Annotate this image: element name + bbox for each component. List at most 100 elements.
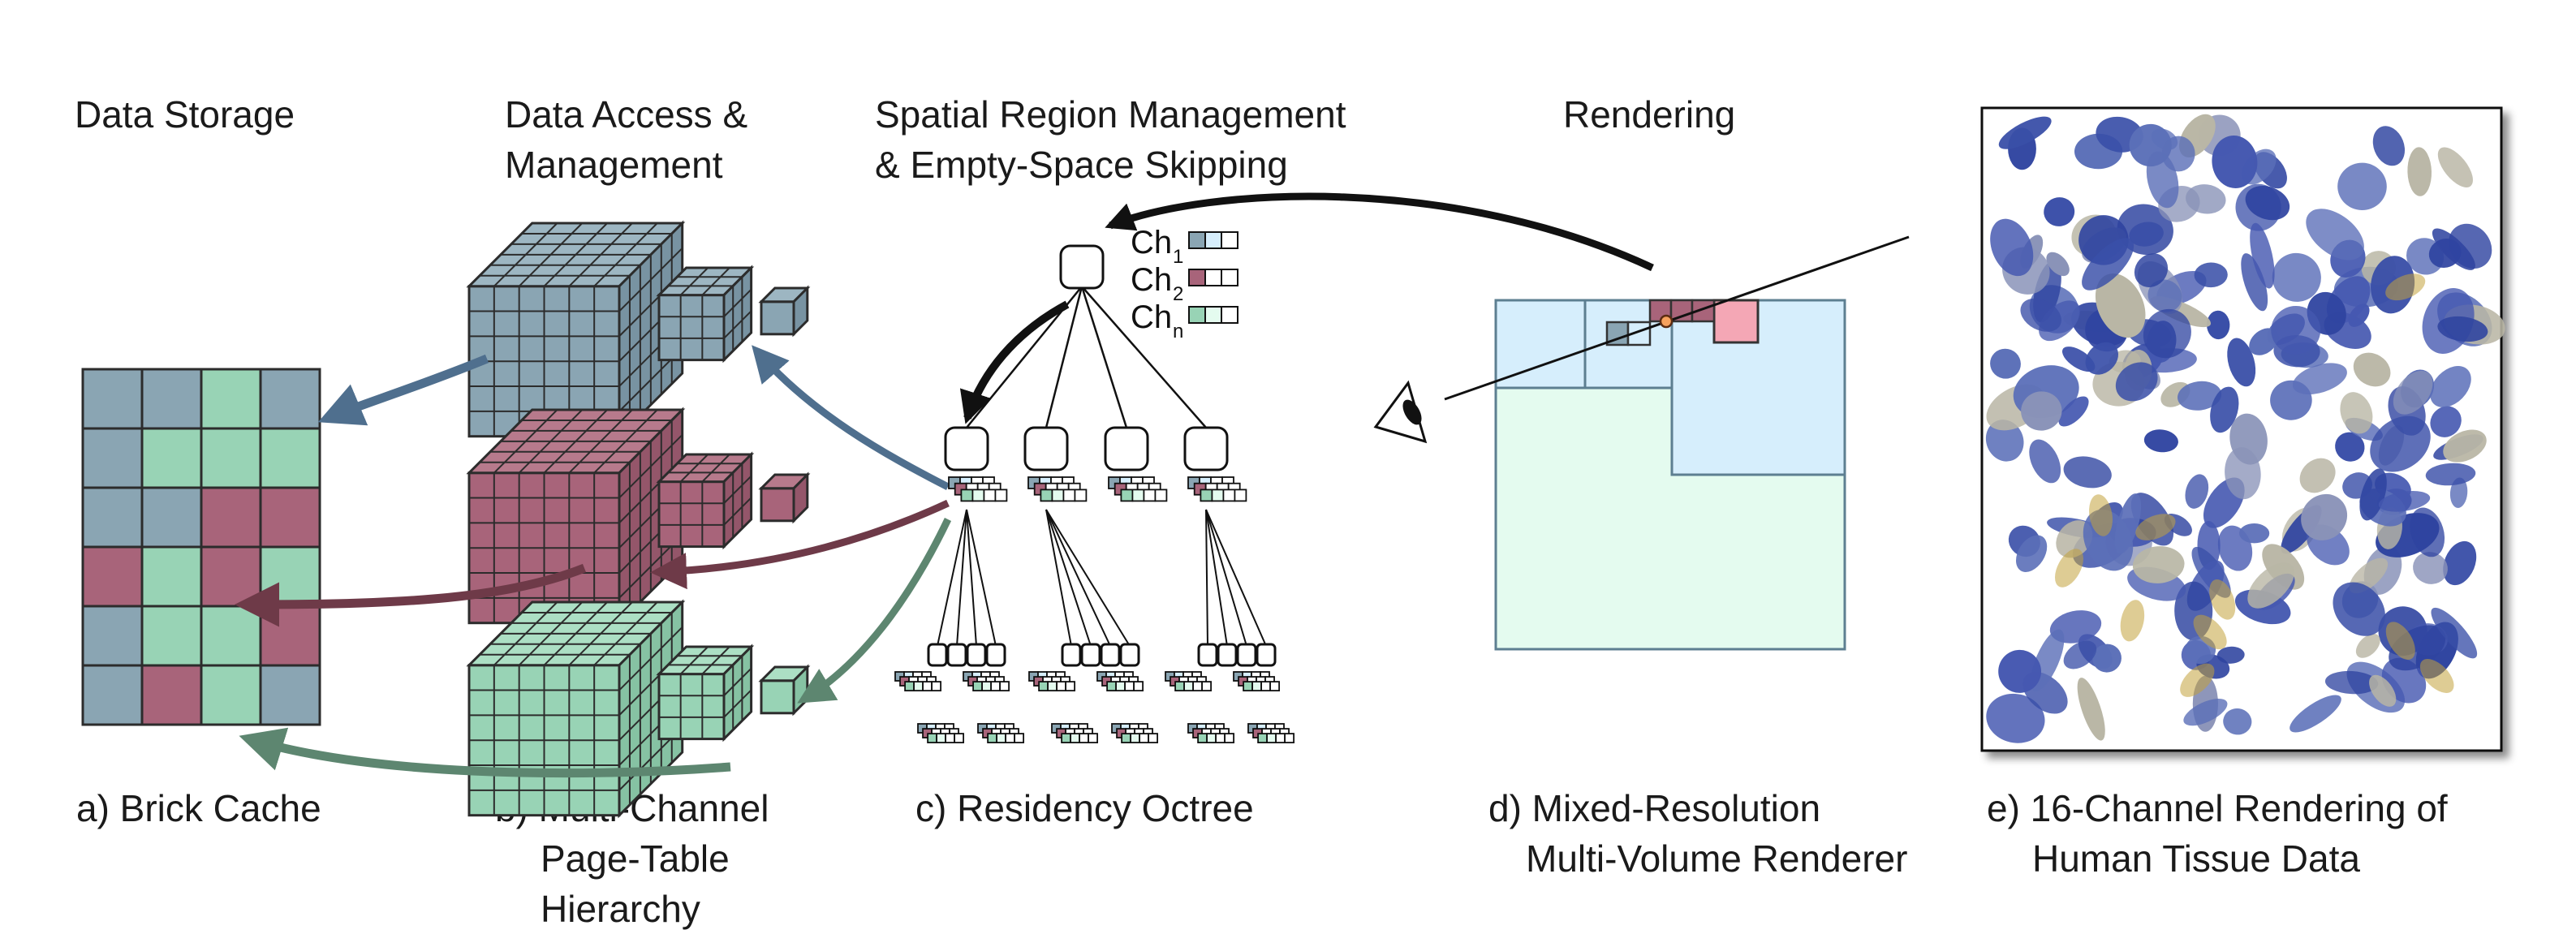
octree-node [1023,426,1069,471]
renderer-brick-red-3 [1691,299,1716,323]
brick-cache-cell [200,427,262,489]
tissue-nucleus [2021,391,2062,431]
cube-medium-blue [656,265,755,364]
page-table-entry [1206,733,1217,743]
octree-node [927,643,948,667]
tissue-yellow-cell [2419,659,2454,693]
octree-node [1217,643,1238,667]
arrow-red-to-cache [235,563,587,627]
brick-cache-cell [200,605,262,667]
channel-swatch [1204,269,1222,286]
tissue-nucleus [2369,674,2397,707]
page-table-entry [1266,733,1277,743]
page-table-entry [913,681,924,691]
page-table-entry [1148,733,1158,743]
page-table-entry [1047,681,1058,691]
caption-renderer: d) Mixed-Resolution Multi-Volume Rendere… [1488,783,1907,884]
brick-cache-cell [200,486,262,549]
octree-node [944,426,989,471]
tissue-nucleus [2431,607,2478,659]
octree-edge [1205,509,1208,647]
octree-node [1104,426,1149,471]
octree-edge [1205,509,1228,647]
tissue-nucleus [1985,420,2024,462]
brick-cache-cell [259,427,321,489]
caption-e-line1: e) 16-Channel Rendering of [1987,787,2448,829]
tissue-nucleus [2044,197,2075,226]
page-table-entry [936,733,946,743]
mixed-resolution-renderer [1444,235,1910,651]
cube-grid-line [723,497,752,526]
tissue-nucleus [2245,185,2290,221]
page-table-entry [1062,489,1076,502]
tissue-nucleus [2239,523,2270,544]
page-table-entry [1051,489,1065,502]
tissue-nucleus [2353,352,2391,387]
cube-front [657,673,726,741]
page-table-stack [1111,723,1158,743]
octree-node [1236,643,1257,667]
caption-d-line2: Multi-Volume Renderer [1526,837,1908,880]
header-data-access-line2: Management [505,144,723,186]
tissue-nucleus [2271,305,2321,355]
tissue-nucleus [2272,252,2321,302]
page-table-entry [1106,681,1117,691]
octree-edge [937,509,967,647]
brick-cache-cell [81,368,144,430]
tissue-nucleus [2206,310,2230,340]
tissue-nucleus [2134,253,2169,287]
page-table-entry [954,733,964,743]
tissue-nucleus [1990,348,2021,379]
header-spatial-line1: Spatial Region Management [875,93,1346,136]
tissue-nucleus [2413,552,2448,584]
tissue-nucleus [2372,126,2406,166]
brick-cache-cell [140,368,203,430]
channel-swatch [1188,269,1206,286]
page-table-entry [1234,489,1247,502]
page-table-stack [1108,476,1168,502]
tissue-nucleus [2063,456,2112,489]
tissue-nucleus [1990,218,2034,277]
octree-edge [956,509,967,647]
tissue-nucleus [2092,644,2122,673]
renderer-brick-pink [1712,299,1760,344]
octree-edge [1205,509,1247,647]
channel-swatch [1188,231,1206,249]
page-table-entry [931,681,941,691]
arrow-renderer-to-octree-root [1105,192,1654,272]
tissue-nucleus [2229,413,2268,465]
tissue-nucleus [2143,429,2178,453]
cube-grid-line [701,454,730,483]
tissue-nucleus [2410,507,2445,557]
octree-edge [1081,286,1207,428]
header-spatial: Spatial Region Management & Empty-Space … [875,89,1346,190]
channel-subscript: 2 [1173,283,1183,305]
cube-front [760,679,795,715]
cube-grid-line [679,646,709,675]
channel-swatch [1221,231,1238,249]
octree-edge [1045,509,1092,647]
tissue-nucleus [2015,535,2048,572]
page-table-entry [1115,681,1126,691]
octree-node [1183,426,1229,471]
tissue-nucleus [2348,303,2370,327]
tissue-rendering-panel [1980,106,2505,752]
page-table-entry [1130,733,1140,743]
tissue-nucleus [2437,316,2488,342]
brick-cache-cell [259,486,321,549]
octree-node [1059,244,1105,290]
page-table-entry [1133,681,1144,691]
tissue-nucleus [2443,540,2477,586]
page-table-entry [983,489,997,502]
eye-icon [1373,380,1428,444]
tissue-nucleus [2115,362,2158,402]
page-table-entry [1224,733,1234,743]
octree-edge [1080,286,1128,428]
page-table-entry [1070,733,1080,743]
tissue-nucleus [2301,493,2348,540]
page-table-entry [981,681,992,691]
header-data-access: Data Access & Management [505,89,747,190]
tissue-nuclei [1985,114,2505,743]
tissue-yellow-cell [2209,579,2236,620]
channel-label: Ch [1131,262,1172,298]
